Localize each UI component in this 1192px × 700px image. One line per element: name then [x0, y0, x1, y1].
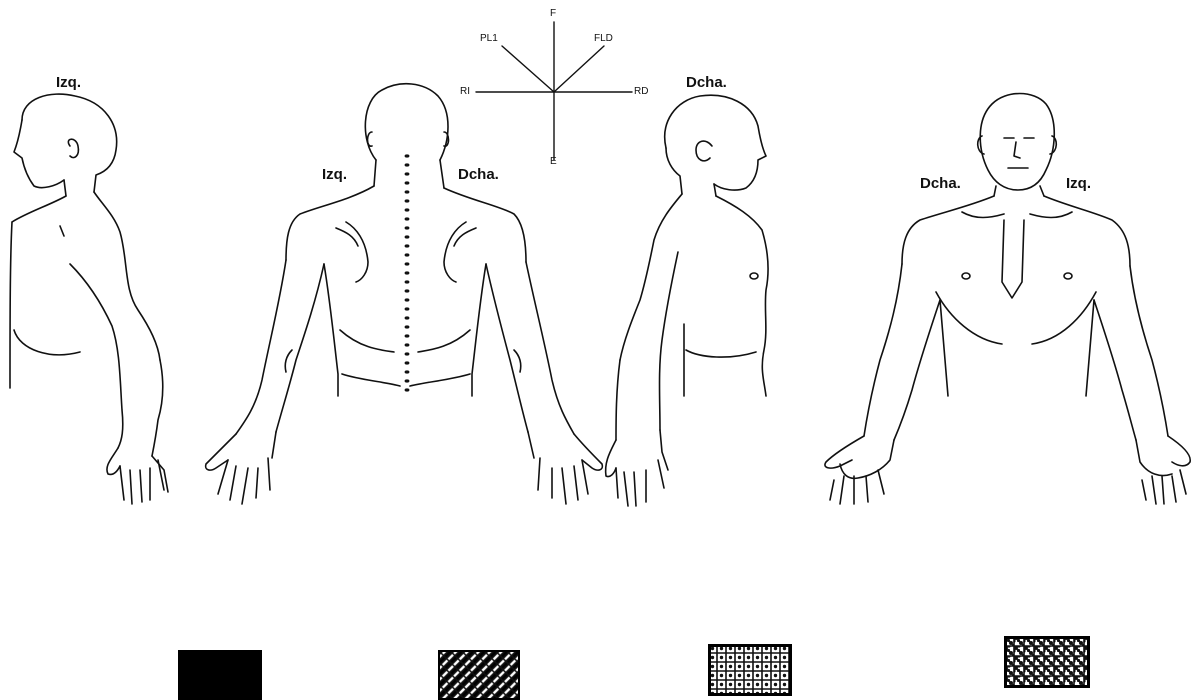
spine-marker	[405, 244, 410, 247]
spine-marker	[405, 361, 410, 364]
legend-swatch-solid	[178, 650, 262, 700]
spine-markers	[405, 154, 410, 391]
spine-marker	[405, 388, 410, 391]
spine-marker	[405, 172, 410, 175]
spine-marker	[405, 325, 410, 328]
spine-marker	[405, 199, 410, 202]
spine-marker	[405, 190, 410, 193]
left-profile-side-label: Izq.	[56, 74, 81, 91]
compass-label-bottom: E	[550, 156, 557, 167]
spine-marker	[405, 208, 410, 211]
spine-marker	[405, 280, 410, 283]
spine-marker	[405, 262, 410, 265]
compass-label-upper-left: PL1	[480, 33, 498, 44]
compass-label-upper-right: FLD	[594, 33, 613, 44]
spine-marker	[405, 235, 410, 238]
legend-swatch-dots	[708, 644, 792, 696]
back-right-label: Dcha.	[458, 166, 499, 183]
front-left-label: Dcha.	[920, 175, 961, 192]
left-profile-figure	[10, 94, 168, 504]
spine-marker	[405, 334, 410, 337]
spine-marker	[405, 181, 410, 184]
spine-marker	[405, 154, 410, 157]
legend-swatch-diagonal-stripes	[438, 650, 520, 700]
back-left-label: Izq.	[322, 166, 347, 183]
right-profile-side-label: Dcha.	[686, 74, 727, 91]
spine-marker	[405, 226, 410, 229]
compass-label-right: RD	[634, 86, 648, 97]
front-figure	[825, 94, 1190, 505]
spine-marker	[405, 316, 410, 319]
spine-marker	[405, 253, 410, 256]
spine-marker	[405, 163, 410, 166]
front-right-label: Izq.	[1066, 175, 1091, 192]
legend-swatch-crosshatch	[1004, 636, 1090, 688]
spine-marker	[405, 271, 410, 274]
spine-marker	[405, 307, 410, 310]
compass-label-top: F	[550, 8, 556, 19]
spine-marker	[405, 352, 410, 355]
spine-marker	[405, 217, 410, 220]
spine-marker	[405, 370, 410, 373]
spine-marker	[405, 379, 410, 382]
back-figure	[206, 84, 603, 504]
spine-marker	[405, 289, 410, 292]
spine-marker	[405, 343, 410, 346]
spine-marker	[405, 298, 410, 301]
right-profile-figure	[606, 95, 768, 506]
compass-label-left: RI	[460, 86, 470, 97]
